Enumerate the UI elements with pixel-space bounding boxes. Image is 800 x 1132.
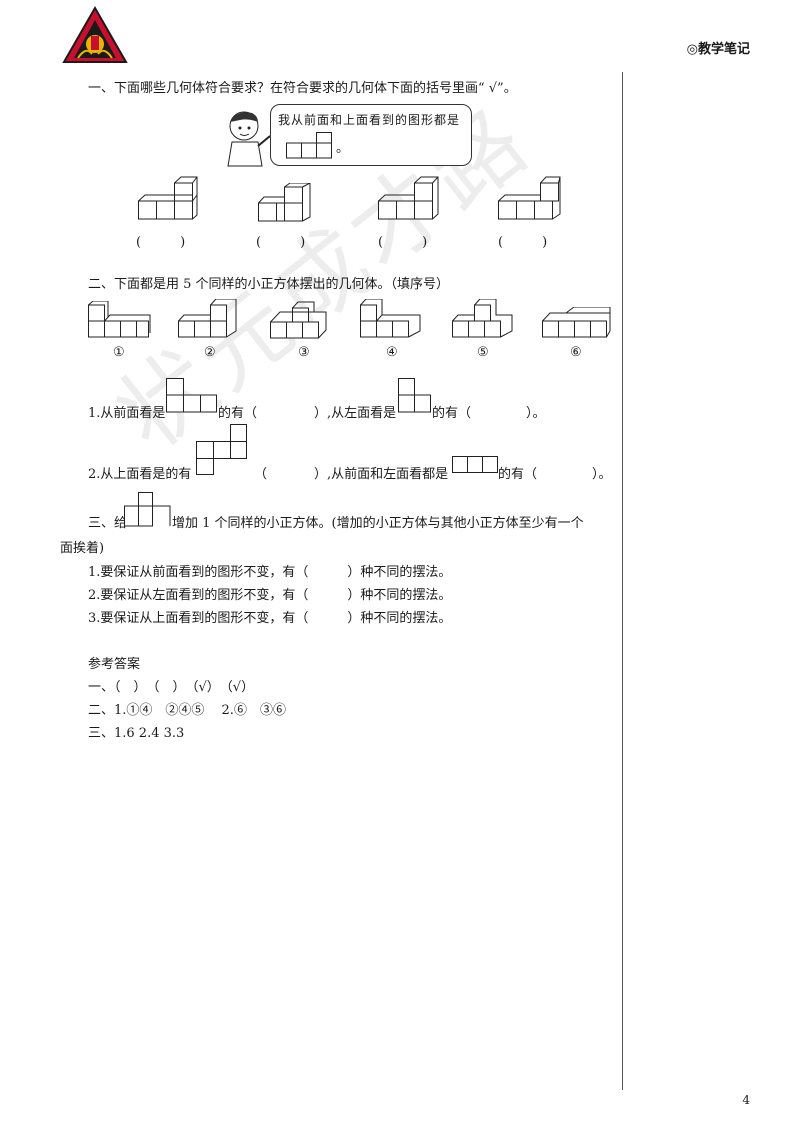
q2-title: 二、下面都是用 5 个同样的小正方体摆出的几何体。（填序号） <box>88 277 450 292</box>
q3-item-1: 1.要保证从前面看到的图形不变，有（ ）种不同的摆法。 <box>88 565 452 580</box>
q2-label-6: ⑥ <box>570 345 582 360</box>
q2-figure-4 <box>360 298 424 347</box>
q2-label-1: ① <box>113 345 125 360</box>
q3-shape-icon <box>124 492 172 532</box>
q2-label-3: ③ <box>298 345 310 360</box>
answers-line-1: 一、（ ） （ ） （√） （√） <box>88 680 255 695</box>
front-view-shape-icon <box>166 378 218 418</box>
q2-figure-1 <box>88 300 152 347</box>
q1-figure-2 <box>258 182 314 227</box>
logo <box>62 5 128 64</box>
q3-text2: 面挨着) <box>60 541 105 556</box>
q1-title: 一、下面哪些几何体符合要求？在符合要求的几何体下面的括号里画“ √”。 <box>88 81 517 96</box>
answers-line-2: 二、1.①④ ②④⑤ 2.⑥ ③⑥ <box>88 703 286 718</box>
bubble-shape-icon <box>286 132 336 164</box>
q2-line2-e: ）。 <box>592 467 612 482</box>
q2-line2-d[interactable]: 的有（ <box>498 467 538 482</box>
q2-line2-c: ）,从前面和左面看都是 <box>314 467 449 482</box>
q1-figure-3 <box>378 176 440 226</box>
q3-text: 增加 1 个同样的小正方体。(增加的小正方体与其他小正方体至少有一个 <box>172 516 584 531</box>
q1-blank-4[interactable]: ( ) <box>498 235 548 250</box>
margin-divider <box>622 72 623 1090</box>
boy-illustration <box>222 108 274 174</box>
answers-line-3: 三、1.6 2.4 3.3 <box>88 726 185 741</box>
answers-title: 参考答案 <box>88 657 141 672</box>
q2-line1-a: 1.从前面看是 <box>88 406 166 421</box>
q1-blank-3[interactable]: ( ) <box>378 235 428 250</box>
q3-item-3: 3.要保证从上面看到的图形不变，有（ ）种不同的摆法。 <box>88 611 452 626</box>
q2-label-5: ⑤ <box>477 345 489 360</box>
left-view-shape-icon <box>398 378 432 418</box>
q3-prefix: 三、给 <box>88 516 128 531</box>
front-left-view-shape-icon <box>452 456 498 478</box>
q1-figure-1 <box>138 176 198 226</box>
q2-figure-3 <box>270 300 336 348</box>
q2-figure-6 <box>542 306 612 345</box>
header-brand: ◎教学笔记 <box>686 42 750 57</box>
q2-figure-2 <box>178 298 242 347</box>
q2-line1-c: ）,从左面看是 <box>314 406 397 421</box>
q2-line1-e: ）。 <box>526 406 546 421</box>
q2-label-4: ④ <box>386 345 398 360</box>
q1-blank-2[interactable]: ( ) <box>256 235 306 250</box>
q1-blank-1[interactable]: ( ) <box>136 235 186 250</box>
bubble-text: 我从前面和上面看到的图形都是 <box>278 113 461 127</box>
bubble-end: 。 <box>336 141 350 156</box>
top-view-shape-icon <box>196 424 248 480</box>
q2-line2-b[interactable]: （ <box>254 467 268 482</box>
q1-figure-4 <box>498 176 562 226</box>
q2-line1-b: 的有（ <box>218 406 258 421</box>
q2-line2-a: 2.从上面看是的有 <box>88 467 192 482</box>
q3-item-2: 2.要保证从左面看到的图形不变，有（ ）种不同的摆法。 <box>88 588 452 603</box>
q2-line1-d[interactable]: 的有（ <box>432 406 472 421</box>
page-number: 4 <box>742 1093 750 1107</box>
q2-figure-5 <box>452 298 516 347</box>
q2-label-2: ② <box>204 345 216 360</box>
